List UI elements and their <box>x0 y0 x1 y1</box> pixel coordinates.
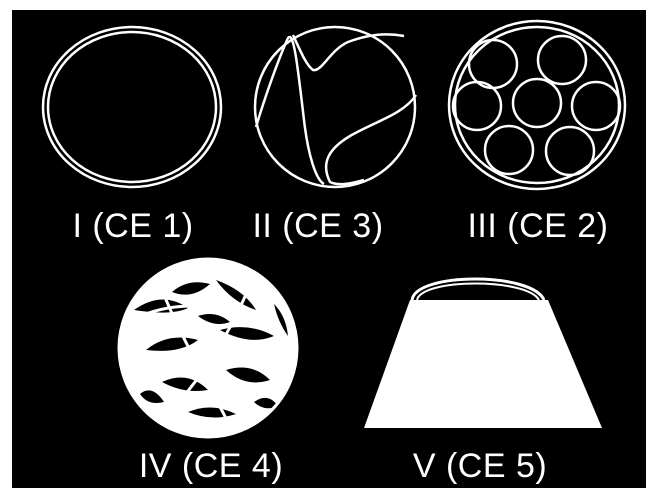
daughter-cyst <box>453 82 501 130</box>
floating-membrane <box>256 37 324 184</box>
inner-ring <box>48 32 216 182</box>
acoustic-shadow <box>364 300 602 428</box>
daughter-cyst <box>513 79 561 127</box>
panel-v-calcified-cyst <box>364 279 602 428</box>
diagram-svg <box>12 10 646 488</box>
panel-label-i: I (CE 1) <box>72 209 193 243</box>
panel-ii-detached-membrane-cyst <box>255 27 416 187</box>
panel-iii-multivesicular-cyst <box>449 21 625 189</box>
panel-label-ii: II (CE 3) <box>252 209 383 243</box>
panel-label-iv: IV (CE 4) <box>139 449 283 483</box>
floating-membrane <box>293 34 404 70</box>
panel-i-double-ring-cyst <box>43 27 221 187</box>
panel-label-v: V (CE 5) <box>413 449 547 483</box>
inner-ring <box>455 27 619 183</box>
diagram-canvas: I (CE 1) II (CE 3) III (CE 2) IV (CE 4) … <box>12 10 646 488</box>
daughter-cyst <box>538 36 586 84</box>
outer-ring <box>43 27 221 187</box>
daughter-cyst <box>546 127 594 175</box>
panel-iv-heterogeneous-cyst <box>119 259 297 437</box>
daughter-cyst <box>485 126 533 174</box>
daughter-cyst <box>572 82 620 130</box>
floating-membrane <box>326 95 416 184</box>
panel-label-iii: III (CE 2) <box>467 209 608 243</box>
